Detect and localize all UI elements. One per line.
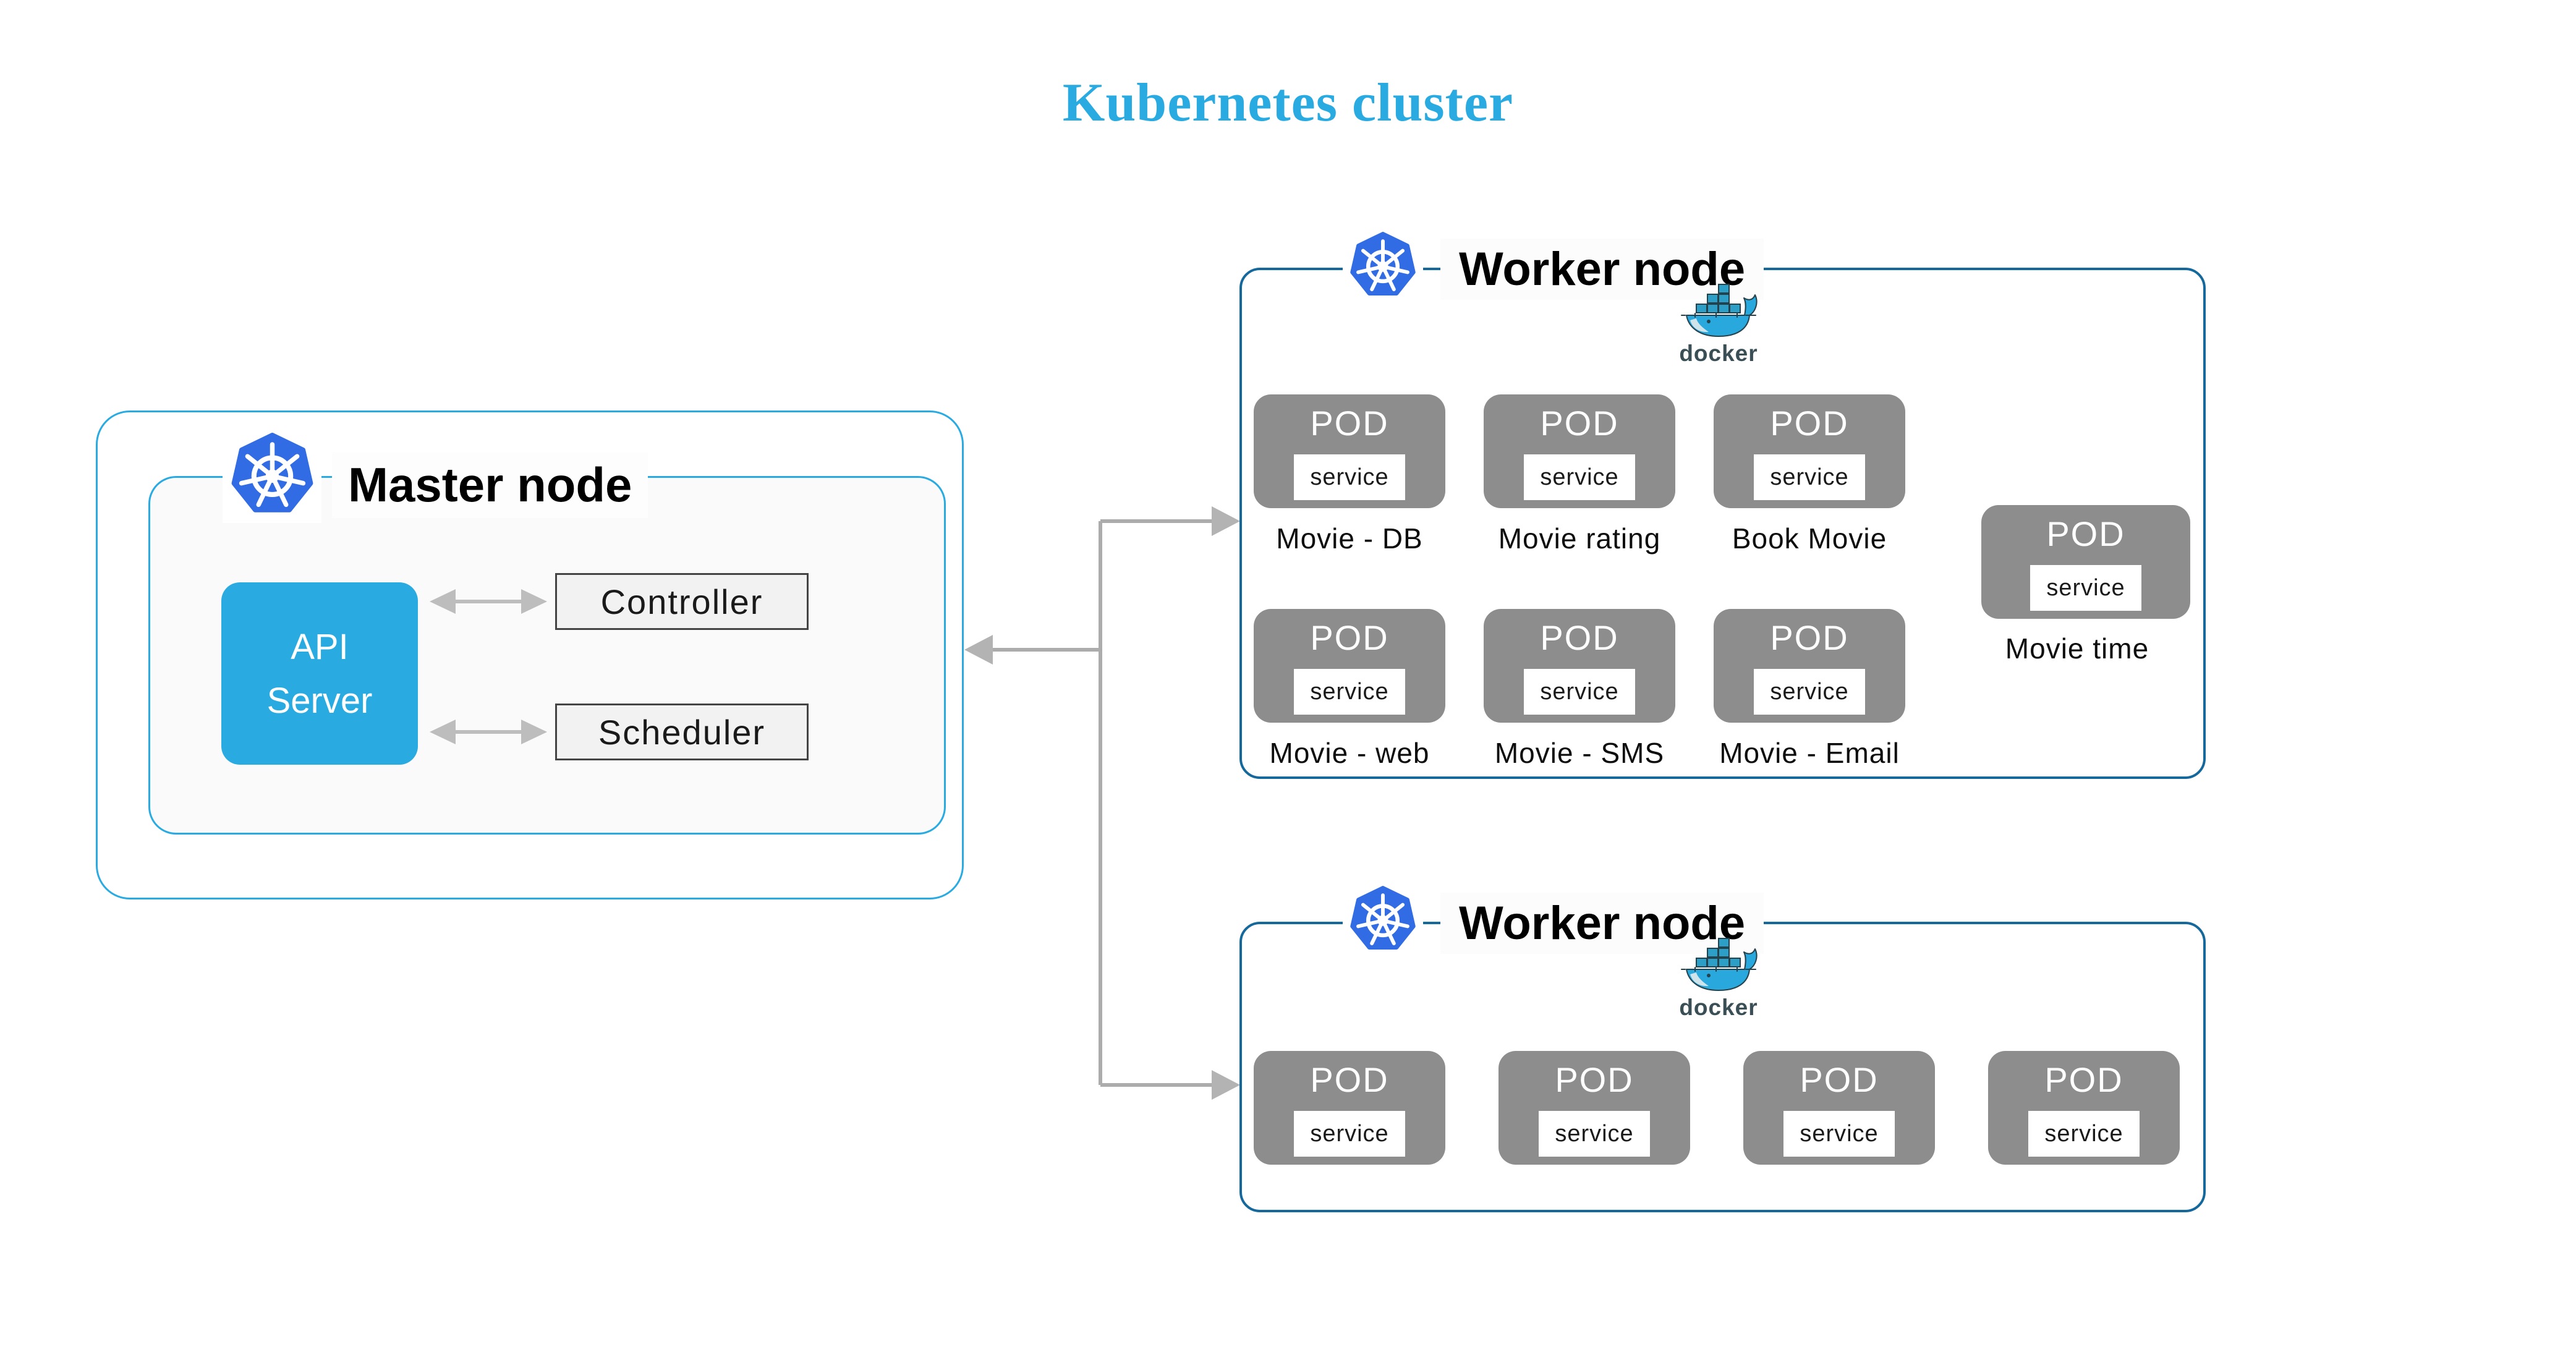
master-to-workers-connector bbox=[964, 506, 1240, 1100]
pod-movie-rating: POD service bbox=[1484, 394, 1675, 508]
pod-movie-time: POD service bbox=[1981, 505, 2190, 619]
kubernetes-logo-plate bbox=[1343, 226, 1423, 304]
service-box: service bbox=[1539, 1111, 1650, 1157]
docker-wordmark: docker bbox=[1679, 341, 1758, 366]
docker-logo: docker bbox=[1672, 937, 1765, 1021]
service-box: service bbox=[1524, 669, 1635, 715]
pod-caption: Movie - Email bbox=[1719, 737, 1900, 769]
master-node-title: Master node bbox=[332, 452, 648, 518]
kubernetes-icon bbox=[1350, 232, 1416, 299]
service-box: service bbox=[1294, 1111, 1405, 1157]
pod-movie-db: POD service bbox=[1254, 394, 1445, 508]
api-controller-arrow bbox=[430, 587, 547, 616]
kubernetes-icon bbox=[1350, 886, 1416, 953]
pod-caption: Movie - web bbox=[1269, 737, 1430, 769]
service-box: service bbox=[1294, 669, 1405, 715]
docker-wordmark: docker bbox=[1679, 995, 1758, 1020]
api-server-label-line1: API bbox=[291, 626, 349, 667]
service-box: service bbox=[1754, 454, 1865, 500]
api-scheduler-arrow bbox=[430, 718, 547, 746]
pod: POD service bbox=[1254, 1051, 1445, 1165]
arrowhead-to-worker1 bbox=[1212, 506, 1240, 536]
pod-caption: Movie time bbox=[2005, 632, 2149, 665]
kubernetes-logo-plate bbox=[223, 425, 321, 523]
kubernetes-icon bbox=[231, 433, 314, 516]
scheduler-box: Scheduler bbox=[555, 704, 809, 760]
docker-whale-icon bbox=[1681, 284, 1758, 337]
pod-movie-web: POD service bbox=[1254, 609, 1445, 723]
service-box: service bbox=[2028, 1111, 2140, 1157]
pod: POD service bbox=[1988, 1051, 2180, 1165]
worker-node-1-title: Worker node bbox=[1440, 239, 1764, 300]
service-box: service bbox=[2030, 565, 2141, 611]
pod-movie-sms: POD service bbox=[1484, 609, 1675, 723]
service-box: service bbox=[1754, 669, 1865, 715]
service-box: service bbox=[1524, 454, 1635, 500]
api-server-label-line2: Server bbox=[266, 680, 373, 721]
pod-caption: Movie - SMS bbox=[1494, 737, 1665, 769]
worker-node-2-title: Worker node bbox=[1440, 893, 1764, 954]
pod-caption: Movie - DB bbox=[1276, 522, 1423, 555]
docker-logo: docker bbox=[1672, 283, 1765, 367]
pod-book-movie: POD service bbox=[1714, 394, 1905, 508]
pod: POD service bbox=[1743, 1051, 1935, 1165]
pod-caption: Movie rating bbox=[1498, 522, 1661, 555]
api-server-box: API Server bbox=[221, 582, 418, 765]
arrowhead-to-worker2 bbox=[1212, 1070, 1240, 1100]
service-box: service bbox=[1783, 1111, 1895, 1157]
docker-whale-icon bbox=[1681, 938, 1758, 991]
kubernetes-logo-plate bbox=[1343, 880, 1423, 958]
controller-box: Controller bbox=[555, 573, 809, 630]
page-title: Kubernetes cluster bbox=[1062, 73, 1514, 133]
pod: POD service bbox=[1498, 1051, 1690, 1165]
pod-caption: Book Movie bbox=[1732, 522, 1887, 555]
pod-movie-email: POD service bbox=[1714, 609, 1905, 723]
service-box: service bbox=[1294, 454, 1405, 500]
arrowhead-to-master bbox=[964, 635, 993, 665]
